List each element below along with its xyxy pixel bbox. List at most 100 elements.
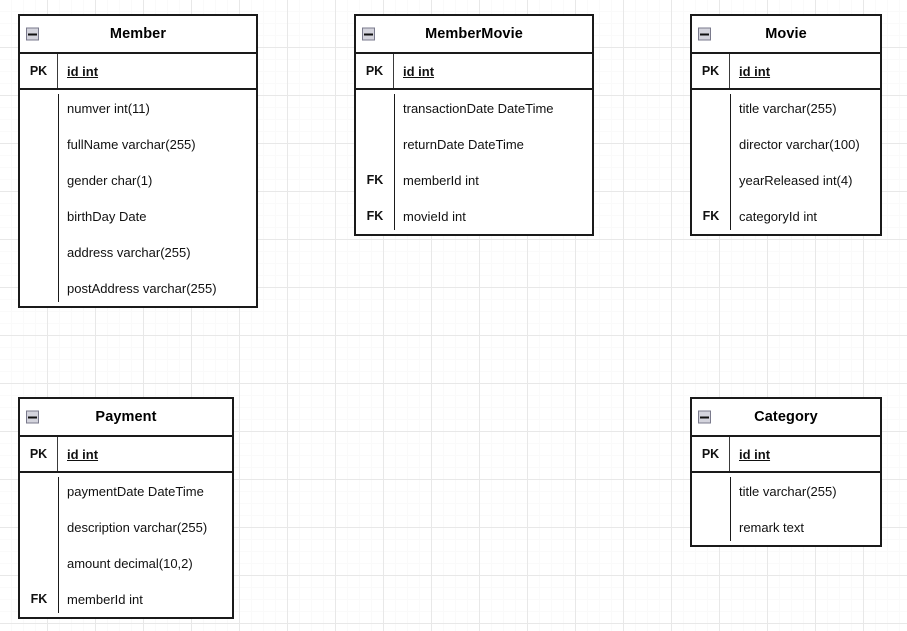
attribute-name: remark text [739,519,805,535]
entity-title-payment: Payment [95,409,157,425]
minus-glyph [700,416,709,418]
attribute-name: address varchar(255) [67,244,191,260]
attribute-name: transactionDate DateTime [403,100,554,116]
attribute-row[interactable]: FK memberId int [20,581,232,617]
attribute-name: description varchar(255) [67,519,208,535]
attribute-name: title varchar(255) [739,483,837,499]
key-marker [20,90,58,126]
entity-title-membermovie: MemberMovie [425,26,523,42]
key-marker: PK [692,54,730,88]
attribute-row[interactable]: title varchar(255) [692,90,880,126]
entity-header-movie[interactable]: Movie [692,16,880,54]
key-marker [692,509,730,545]
key-marker [692,162,730,198]
attribute-name: movieId int [403,208,466,224]
attribute-row[interactable]: title varchar(255) [692,473,880,509]
attribute-name: yearReleased int(4) [739,172,853,188]
attribute-name: birthDay Date [67,208,147,224]
collapse-minus-icon[interactable] [362,27,375,41]
entity-header-membermovie[interactable]: MemberMovie [356,16,592,54]
entity-title-member: Member [109,26,167,42]
attribute-row[interactable]: director varchar(100) [692,126,880,162]
collapse-minus-icon[interactable] [26,27,39,41]
key-marker [20,270,58,306]
primary-key-row[interactable]: PK id int [20,437,232,473]
primary-key-row[interactable]: PK id int [692,54,880,90]
primary-key-row[interactable]: PK id int [692,437,880,473]
key-marker: FK [366,173,384,187]
attribute-name: paymentDate DateTime [67,483,204,499]
collapse-minus-icon[interactable] [26,410,39,424]
minus-glyph [700,33,709,35]
key-marker [692,126,730,162]
entity-attributes-member: numver int(11) fullName varchar(255) gende… [20,90,256,306]
attribute-row[interactable]: yearReleased int(4) [692,162,880,198]
attribute-name: id int [67,63,99,79]
collapse-minus-icon[interactable] [698,410,711,424]
attribute-name: postAddress varchar(255) [67,280,217,296]
minus-glyph [28,33,37,35]
key-marker: FK [30,592,48,606]
key-marker: PK [20,54,58,88]
entity-title-category: Category [754,409,818,425]
key-marker [356,126,394,162]
collapse-minus-icon[interactable] [698,27,711,41]
attribute-row[interactable]: birthDay Date [20,198,256,234]
attribute-name: memberId int [67,591,143,607]
key-marker: PK [20,437,58,471]
attribute-name: numver int(11) [67,100,150,116]
attribute-row[interactable]: remark text [692,509,880,545]
attribute-name: returnDate DateTime [403,136,524,152]
entity-header-category[interactable]: Category [692,399,880,437]
attribute-name: id int [403,63,435,79]
key-marker [20,198,58,234]
key-marker [20,126,58,162]
key-marker [20,234,58,270]
attribute-row[interactable]: gender char(1) [20,162,256,198]
minus-glyph [364,33,373,35]
key-marker [692,90,730,126]
attribute-name: id int [739,446,771,462]
attribute-row[interactable]: address varchar(255) [20,234,256,270]
attribute-name: id int [67,446,99,462]
entity-header-member[interactable]: Member [20,16,256,54]
attribute-row[interactable]: returnDate DateTime [356,126,592,162]
attribute-row[interactable]: description varchar(255) [20,509,232,545]
entity-header-payment[interactable]: Payment [20,399,232,437]
key-marker: FK [366,209,384,223]
attribute-name: amount decimal(10,2) [67,555,193,571]
attribute-row[interactable]: postAddress varchar(255) [20,270,256,306]
key-marker [20,473,58,509]
attribute-row[interactable]: amount decimal(10,2) [20,545,232,581]
attribute-row[interactable]: paymentDate DateTime [20,473,232,509]
attribute-name: gender char(1) [67,172,153,188]
key-marker: PK [692,437,730,471]
attribute-name: id int [739,63,771,79]
entity-title-movie: Movie [765,26,807,42]
attribute-row[interactable]: numver int(11) [20,90,256,126]
key-marker: FK [702,209,720,223]
entity-attributes-category: title varchar(255) remark text [692,473,880,545]
attribute-name: director varchar(100) [739,136,860,152]
primary-key-row[interactable]: PK id int [20,54,256,90]
key-marker [20,509,58,545]
attribute-row[interactable]: FK movieId int [356,198,592,234]
attribute-row[interactable]: transactionDate DateTime [356,90,592,126]
entity-attributes-movie: title varchar(255) director varchar(100) y… [692,90,880,234]
attribute-name: fullName varchar(255) [67,136,196,152]
key-marker [20,162,58,198]
attribute-row[interactable]: fullName varchar(255) [20,126,256,162]
minus-glyph [28,416,37,418]
key-marker [20,545,58,581]
entity-attributes-membermovie: transactionDate DateTime returnDate DateT… [356,90,592,234]
key-marker [356,90,394,126]
